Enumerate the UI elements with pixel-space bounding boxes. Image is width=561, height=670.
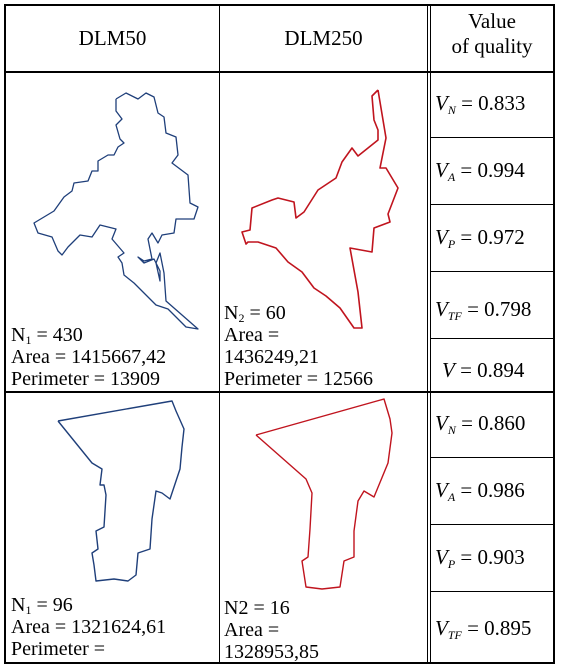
dlm50-node-count-2: N1 = 96 (11, 594, 73, 617)
dlm250-area-value-2: 1328953,85 (224, 641, 319, 663)
dlm250-polygon-2 (255, 398, 393, 590)
dlm50-perimeter-2: Perimeter = (11, 638, 106, 660)
dlm50-polygon-2 (57, 400, 185, 582)
metric-va-1: VA = 0.994 (435, 158, 525, 184)
metric-vn-2: VN = 0.860 (435, 411, 526, 437)
comparison-table: DLM50 DLM250 Value of quality N1 = 430 A… (4, 4, 555, 664)
dlm50-node-count-1: N1 = 430 (11, 324, 83, 347)
column-divider-1 (219, 4, 220, 664)
dlm50-polygon-1 (33, 92, 199, 330)
header-dlm50: DLM50 (78, 26, 147, 50)
metric-vp-1: VP = 0.972 (435, 225, 525, 251)
header-value-line1: Value (468, 9, 516, 33)
dlm250-node-count-2: N2 = 16 (224, 597, 290, 619)
column-divider-3 (430, 4, 431, 664)
metric-vtf-2: VTF = 0.895 (435, 616, 532, 642)
table-border-top (4, 4, 555, 6)
metric-divider (430, 204, 555, 205)
dlm250-area-label-1: Area = (224, 324, 280, 346)
dlm250-area-label-2: Area = (224, 619, 280, 641)
table-border-bottom (4, 662, 555, 664)
metric-divider (430, 524, 555, 525)
metric-vtf-1: VTF = 0.798 (435, 297, 532, 323)
dlm50-perimeter-1: Perimeter = 13909 (11, 368, 161, 390)
dlm250-node-count-1: N2 = 60 (224, 302, 286, 325)
metric-divider (430, 137, 555, 138)
dlm50-area-1: Area = 1415667,42 (11, 346, 167, 368)
table-border-left (4, 4, 6, 664)
header-dlm250: DLM250 (284, 26, 363, 50)
table-border-right (553, 4, 555, 664)
metric-divider (430, 457, 555, 458)
metric-vn-1: VN = 0.833 (435, 91, 526, 117)
header-value-line2: of quality (451, 34, 533, 58)
metric-va-2: VA = 0.986 (435, 478, 525, 504)
dlm250-polygon-1 (241, 89, 399, 329)
metric-divider (430, 271, 555, 272)
column-divider-2 (427, 4, 428, 664)
metric-vp-2: VP = 0.903 (435, 545, 525, 571)
row-divider (4, 391, 555, 393)
dlm50-area-2: Area = 1321624,61 (11, 616, 167, 638)
metric-divider (430, 591, 555, 592)
metric-v-1: V = 0.894 (442, 358, 525, 382)
metric-divider (430, 338, 555, 339)
header-divider (4, 71, 555, 73)
dlm250-area-value-1: 1436249,21 (224, 346, 319, 368)
dlm250-perimeter-1: Perimeter = 12566 (224, 368, 374, 390)
